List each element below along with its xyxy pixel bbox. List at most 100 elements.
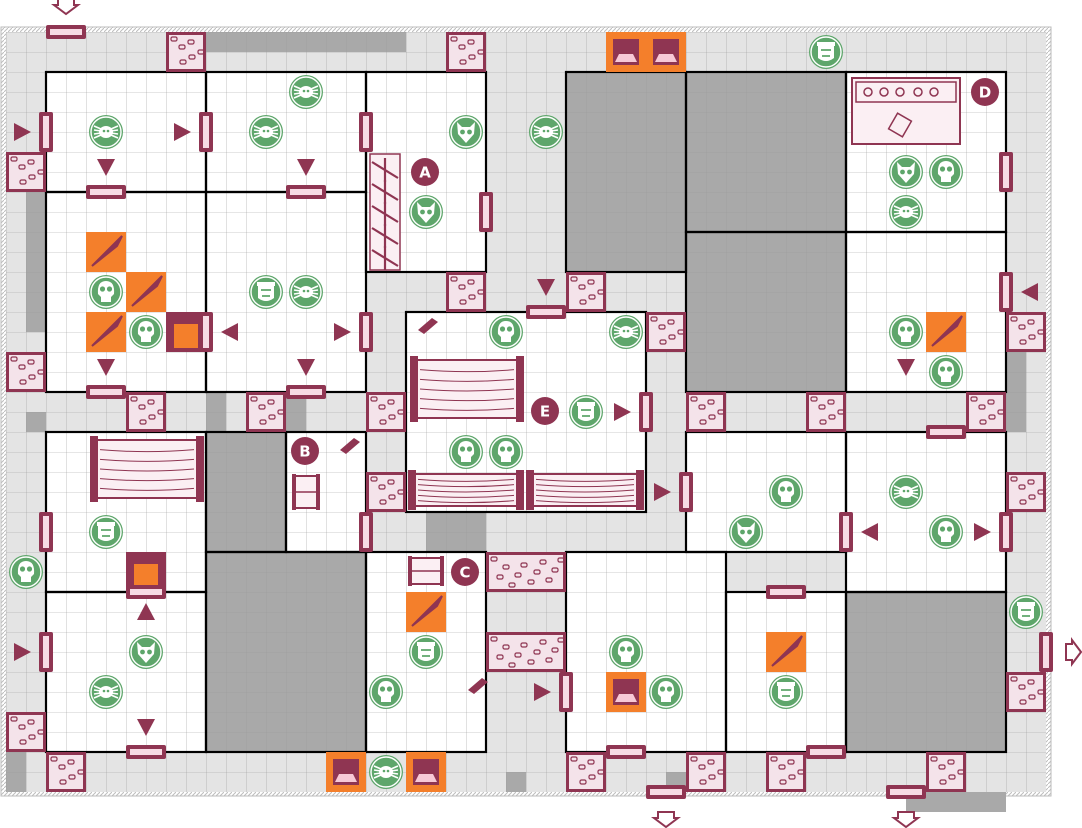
- door-icon[interactable]: [39, 632, 53, 672]
- spider-monster-icon[interactable]: [249, 115, 283, 149]
- room-label-e: E: [531, 397, 559, 425]
- direction-arrow-icon: [1021, 283, 1038, 301]
- demon-monster-icon[interactable]: [449, 115, 483, 149]
- spear-trap-icon: [406, 592, 446, 632]
- furniture: [90, 77, 961, 694]
- door-icon[interactable]: [86, 185, 126, 199]
- spider-monster-icon[interactable]: [289, 275, 323, 309]
- skull-monster-icon[interactable]: [889, 315, 923, 349]
- spider-monster-icon[interactable]: [609, 315, 643, 349]
- direction-arrow-icon: [654, 483, 671, 501]
- rubble-block-icon: [1006, 472, 1046, 512]
- door-icon[interactable]: [999, 152, 1013, 192]
- direction-arrow-icon: [334, 323, 351, 341]
- orc-monster-icon[interactable]: [249, 275, 283, 309]
- spider-monster-icon[interactable]: [889, 195, 923, 229]
- door-icon[interactable]: [606, 745, 646, 759]
- demon-monster-icon[interactable]: [409, 195, 443, 229]
- door-icon[interactable]: [999, 272, 1013, 312]
- door-icon[interactable]: [926, 425, 966, 439]
- direction-arrows: [14, 123, 1038, 736]
- door-icon[interactable]: [359, 512, 373, 552]
- door-icon[interactable]: [526, 305, 566, 319]
- direction-arrow-icon: [97, 359, 115, 376]
- skull-monster-icon[interactable]: [769, 475, 803, 509]
- door-icon[interactable]: [1039, 632, 1053, 672]
- spider-monster-icon[interactable]: [889, 475, 923, 509]
- rubble-block-icon: [566, 752, 606, 792]
- direction-arrow-icon: [861, 523, 878, 541]
- orc-monster-icon[interactable]: [89, 515, 123, 549]
- door-icon[interactable]: [359, 112, 373, 152]
- demon-monster-icon[interactable]: [889, 155, 923, 189]
- spider-monster-icon[interactable]: [89, 675, 123, 709]
- door-icon[interactable]: [39, 512, 53, 552]
- blocked-area: [906, 792, 1006, 812]
- rubble-block-icon: [966, 392, 1006, 432]
- weapon-rack-icon: [369, 153, 401, 271]
- skull-monster-icon[interactable]: [929, 355, 963, 389]
- door-icon[interactable]: [286, 185, 326, 199]
- spider-monster-icon[interactable]: [369, 755, 403, 789]
- demon-monster-icon[interactable]: [729, 515, 763, 549]
- rubble-block-icon: [766, 752, 806, 792]
- door-icon[interactable]: [479, 192, 493, 232]
- door-icon[interactable]: [999, 512, 1013, 552]
- rubble-block-icon: [6, 352, 46, 392]
- door-icon[interactable]: [199, 312, 213, 352]
- spider-monster-icon[interactable]: [89, 115, 123, 149]
- dagger-marker-icon: [468, 678, 488, 694]
- room-label-b: B: [291, 437, 319, 465]
- door-icon[interactable]: [806, 745, 846, 759]
- rubble-block-icon: [806, 392, 846, 432]
- rubble-block-icon: [366, 392, 406, 432]
- skull-monster-icon[interactable]: [89, 275, 123, 309]
- room-wall: [204, 550, 368, 754]
- orc-monster-icon[interactable]: [1009, 595, 1043, 629]
- door-icon[interactable]: [126, 745, 166, 759]
- skull-monster-icon[interactable]: [649, 675, 683, 709]
- door-icon[interactable]: [286, 385, 326, 399]
- room-label-a: A: [411, 158, 439, 186]
- door-icon[interactable]: [639, 392, 653, 432]
- table-furniture-icon: [408, 470, 524, 510]
- rubble-block-icon: [1006, 672, 1046, 712]
- demon-monster-icon[interactable]: [129, 635, 163, 669]
- skull-monster-icon[interactable]: [489, 315, 523, 349]
- skull-monster-icon[interactable]: [129, 315, 163, 349]
- skull-monster-icon[interactable]: [929, 515, 963, 549]
- door-icon[interactable]: [646, 785, 686, 799]
- spear-trap-icon: [766, 632, 806, 672]
- rubble-block-icon: [246, 392, 286, 432]
- door-icon[interactable]: [679, 472, 693, 512]
- skull-monster-icon[interactable]: [609, 635, 643, 669]
- door-icon[interactable]: [766, 585, 806, 599]
- skull-monster-icon[interactable]: [369, 675, 403, 709]
- door-icon[interactable]: [559, 672, 573, 712]
- room-label-c: C: [451, 558, 479, 586]
- skull-monster-icon[interactable]: [929, 155, 963, 189]
- orc-monster-icon[interactable]: [769, 675, 803, 709]
- skull-monster-icon[interactable]: [489, 435, 523, 469]
- skull-monster-icon[interactable]: [9, 555, 43, 589]
- rubble-block-icon: [486, 632, 566, 672]
- door-icon[interactable]: [886, 785, 926, 799]
- skull-monster-icon[interactable]: [449, 435, 483, 469]
- direction-arrow-icon: [974, 523, 991, 541]
- door-icon[interactable]: [126, 585, 166, 599]
- door-icon[interactable]: [39, 112, 53, 152]
- spider-monster-icon[interactable]: [529, 115, 563, 149]
- door-icon[interactable]: [86, 385, 126, 399]
- door-icon[interactable]: [359, 312, 373, 352]
- orc-monster-icon[interactable]: [569, 395, 603, 429]
- dagger-marker-icon: [340, 438, 360, 454]
- orc-monster-icon[interactable]: [809, 35, 843, 69]
- door-icon[interactable]: [46, 25, 86, 39]
- spider-monster-icon[interactable]: [289, 75, 323, 109]
- direction-arrow-icon: [221, 323, 238, 341]
- door-icon[interactable]: [199, 112, 213, 152]
- exit-arrow-icon: [891, 811, 921, 828]
- door-icon[interactable]: [839, 512, 853, 552]
- orc-monster-icon[interactable]: [409, 635, 443, 669]
